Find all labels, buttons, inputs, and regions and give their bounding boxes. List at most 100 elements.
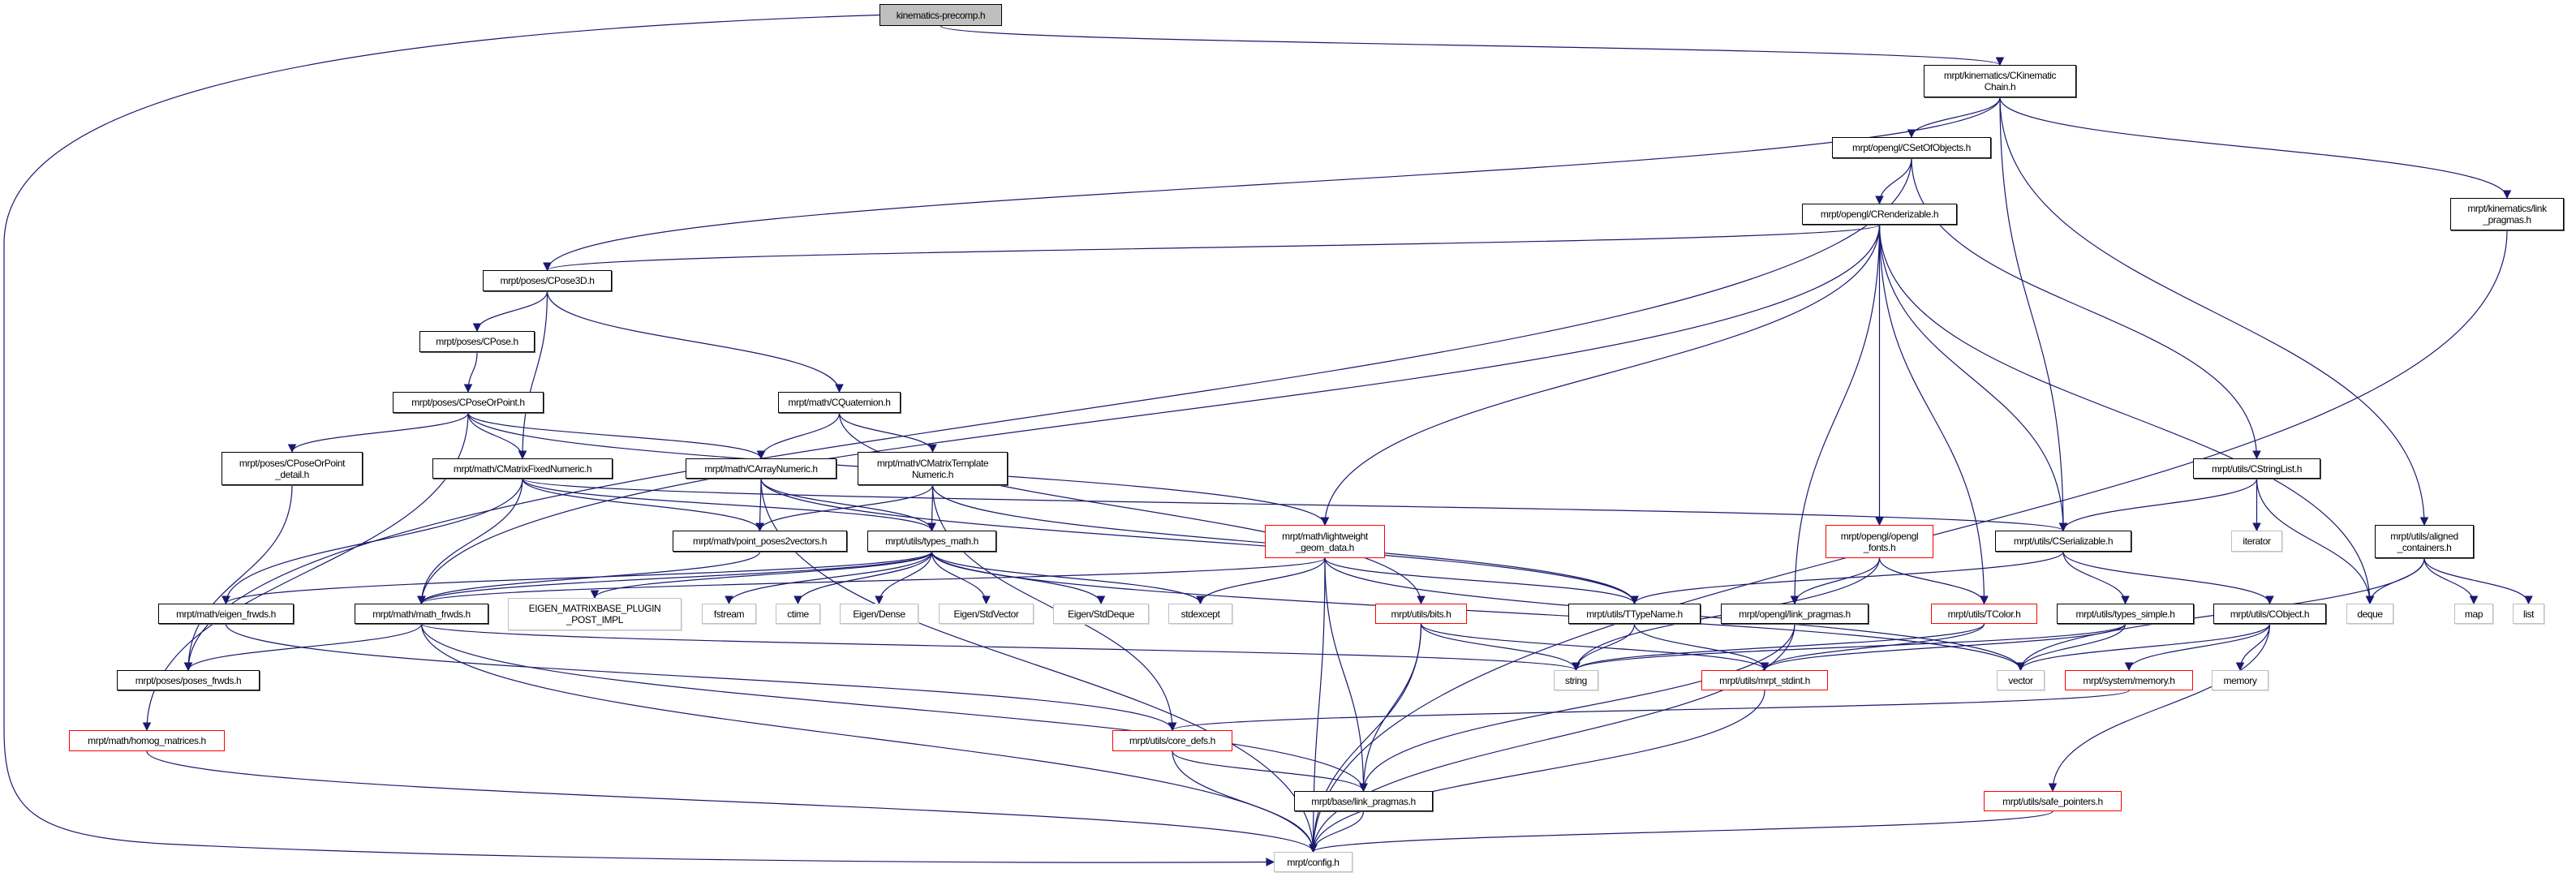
node-eigenplug[interactable]: EIGEN_MATRIXBASE_PLUGIN _POST_IMPL: [508, 598, 682, 630]
node-cmtn[interactable]: mrpt/math/CMatrixTemplate Numeric.h: [858, 452, 1008, 485]
edge-main-to-ckc: [940, 25, 2004, 67]
edge-stdint-to-config: [1309, 690, 1765, 853]
node-ctime[interactable]: ctime: [776, 604, 820, 624]
node-aligned[interactable]: mrpt/utils/aligned _containers.h: [2375, 525, 2474, 558]
edge-ttn-to-stdint: [1633, 623, 1770, 672]
edge-can-to-pp2v: [755, 478, 764, 532]
edge-cmtn-to-coredefs: [931, 484, 1177, 732]
node-fstream[interactable]: fstream: [702, 604, 756, 624]
edge-ckc-to-cpose3d: [543, 97, 2001, 272]
edge-cpop-to-cmfn: [467, 412, 527, 460]
node-cpopd[interactable]: mrpt/poses/CPoseOrPoint _detail.h: [221, 452, 363, 485]
node-string[interactable]: string: [1554, 670, 1598, 690]
node-list[interactable]: list: [2513, 604, 2544, 624]
node-memory[interactable]: memory: [2212, 670, 2269, 690]
node-estdv[interactable]: Eigen/StdVector: [939, 604, 1034, 624]
node-homog[interactable]: mrpt/math/homog_matrices.h: [69, 730, 225, 751]
edge-cpop-to-can: [467, 412, 766, 460]
node-eigenf[interactable]: mrpt/math/eigen_frwds.h: [158, 604, 294, 624]
edge-aligned-to-list: [2423, 557, 2533, 605]
edge-cmfn-to-eigenf: [221, 478, 523, 605]
node-cpose3d[interactable]: mrpt/poses/CPose3D.h: [483, 270, 612, 291]
node-mathf[interactable]: mrpt/math/math_frwds.h: [355, 604, 488, 624]
node-vector[interactable]: vector: [1997, 670, 2045, 690]
node-fonts[interactable]: mrpt/opengl/opengl _fonts.h: [1826, 525, 1933, 558]
edge-tmath-to-vector: [931, 551, 2025, 672]
node-ttn[interactable]: mrpt/utils/TTypeName.h: [1568, 604, 1701, 624]
node-cser[interactable]: mrpt/utils/CSerializable.h: [1995, 531, 2131, 552]
edge-tmath-to-estdv: [931, 551, 991, 605]
node-safep[interactable]: mrpt/utils/safe_pointers.h: [1984, 791, 2122, 811]
edge-cstrl-to-cser: [2058, 478, 2258, 532]
edge-lgd-to-blp: [1324, 557, 1368, 793]
edge-mathf-to-blp: [420, 623, 1368, 793]
node-cpose[interactable]: mrpt/poses/CPose.h: [419, 331, 535, 352]
node-stdint[interactable]: mrpt/utils/mrpt_stdint.h: [1701, 670, 1828, 690]
edge-ckc-to-cser: [1999, 97, 2068, 532]
edge-crend-to-tcolor: [1878, 224, 1989, 605]
edge-cser-to-tsimple: [2062, 551, 2130, 605]
node-cpop[interactable]: mrpt/poses/CPoseOrPoint.h: [393, 392, 544, 413]
node-bits[interactable]: mrpt/utils/bits.h: [1375, 604, 1467, 624]
edge-crend-to-cpose3d: [543, 224, 1881, 272]
edge-cpopd-to-posesf: [183, 484, 293, 672]
node-iter[interactable]: iterator: [2231, 531, 2282, 552]
node-estdd[interactable]: Eigen/StdDeque: [1053, 604, 1149, 624]
edge-crend-to-cser: [1878, 224, 2068, 532]
node-cquat[interactable]: mrpt/math/CQuaternion.h: [778, 392, 901, 413]
edge-can-to-ttn: [760, 478, 1639, 605]
node-cstrl[interactable]: mrpt/utils/CStringList.h: [2193, 458, 2320, 479]
edge-bits-to-stdint: [1420, 623, 1770, 672]
edge-fonts-to-tcolor: [1878, 557, 1989, 605]
node-can[interactable]: mrpt/math/CArrayNumeric.h: [686, 458, 836, 479]
node-lgd[interactable]: mrpt/math/lightweight _geom_data.h: [1265, 525, 1385, 558]
node-tmath[interactable]: mrpt/utils/types_math.h: [867, 531, 996, 552]
node-tcolor[interactable]: mrpt/utils/TColor.h: [1931, 604, 2037, 624]
edge-sysmem-to-coredefs: [1168, 690, 2130, 732]
edge-bits-to-blp: [1359, 623, 1422, 793]
node-edense[interactable]: Eigen/Dense: [840, 604, 918, 624]
node-ckc[interactable]: mrpt/kinematics/CKinematic Chain.h: [1924, 65, 2076, 97]
edge-cmfn-to-tmath: [522, 478, 936, 532]
edge-cquat-to-cmtn: [838, 412, 937, 454]
node-cmfn[interactable]: mrpt/math/CMatrixFixedNumeric.h: [432, 458, 613, 479]
node-cset[interactable]: mrpt/opengl/CSetOfObjects.h: [1832, 137, 1991, 158]
node-config[interactable]: mrpt/config.h: [1274, 852, 1353, 872]
edge-cobj-to-safep: [2048, 623, 2271, 793]
edge-cmtn-to-pp2v: [755, 484, 934, 532]
edge-cpose3d-to-cmfn: [518, 290, 548, 460]
edge-tmath-to-fstream: [725, 551, 933, 605]
node-pp2v[interactable]: mrpt/math/point_poses2vectors.h: [673, 531, 847, 552]
node-klp[interactable]: mrpt/kinematics/link _pragmas.h: [2450, 198, 2564, 230]
node-blp[interactable]: mrpt/base/link_pragmas.h: [1294, 791, 1433, 811]
edge-cser-to-ttn: [1630, 551, 2064, 605]
node-deque[interactable]: deque: [2346, 604, 2393, 624]
edge-cmfn-to-cser: [522, 478, 2067, 532]
edge-lgd-to-ttn: [1324, 557, 1639, 605]
node-posesf[interactable]: mrpt/poses/poses_frwds.h: [117, 670, 260, 690]
node-stdexc[interactable]: stdexcept: [1168, 604, 1232, 624]
edge-lgd-to-mathf: [417, 557, 1326, 605]
edge-tcolor-to-string: [1572, 623, 1985, 672]
edge-eigenf-to-coredefs: [225, 623, 1177, 732]
node-cobj[interactable]: mrpt/utils/CObject.h: [2213, 604, 2326, 624]
edge-tsimple-to-string: [1572, 623, 2127, 672]
edge-cstrl-to-deque: [2256, 478, 2375, 605]
node-sysmem[interactable]: mrpt/system/memory.h: [2065, 670, 2193, 690]
edge-homog-to-config: [146, 750, 1318, 853]
node-tsimple[interactable]: mrpt/utils/types_simple.h: [2057, 604, 2194, 624]
edge-crend-to-mathf: [417, 224, 1881, 605]
edge-tsimple-to-vector: [2016, 623, 2127, 672]
edge-cset-to-posesf: [183, 157, 1912, 672]
edge-bits-to-string: [1420, 623, 1580, 672]
edge-tmath-to-eigenplug: [590, 551, 933, 600]
edge-cpose-to-cpop: [463, 351, 478, 393]
edge-can-to-tmath: [760, 478, 936, 532]
node-map[interactable]: map: [2454, 604, 2493, 624]
node-glp[interactable]: mrpt/opengl/link_pragmas.h: [1721, 604, 1869, 624]
node-coredefs[interactable]: mrpt/utils/core_defs.h: [1112, 730, 1232, 751]
node-crend[interactable]: mrpt/opengl/CRenderizable.h: [1802, 204, 1957, 225]
edge-cpop-to-cpopd: [287, 412, 469, 454]
node-main[interactable]: kinematics-precomp.h: [879, 4, 1002, 26]
